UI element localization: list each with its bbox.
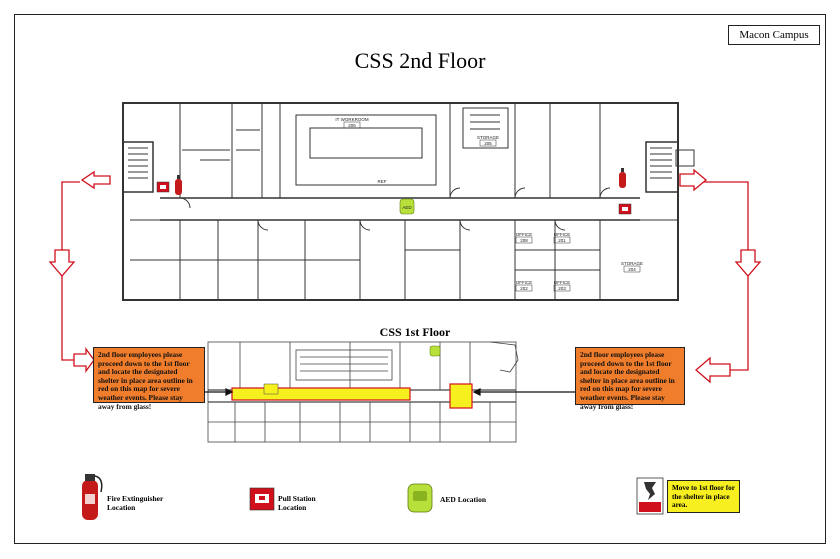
room-label: OFFICE [516,280,533,285]
shelter-sign-icon [636,477,664,515]
legend-aed-label: AED Location [440,495,487,504]
legend-shelter-note: Move to 1st floor for the shelter in pla… [667,480,740,513]
shelter-in-place-area [231,383,473,409]
campus-label: Macon Campus [728,25,820,45]
room-number: 203 [558,286,566,291]
legend-pull-station-label: Pull Station Location [278,494,316,512]
room-label: IT WORKROOM [335,117,368,122]
second-floor-plan [122,102,695,301]
room-number: 202 [520,286,528,291]
room-number: 206 [348,123,356,128]
evacuation-route-arrows [48,168,762,384]
room-number: 201 [558,238,566,243]
map-border [14,14,826,544]
room-label: OFFICE [554,232,571,237]
aed-icon [407,483,433,513]
room-label: REF [378,179,387,184]
pull-station-icon [249,487,275,511]
legend-fire-extinguisher-label: Fire Extinguisher Location [107,494,164,512]
pull-station-icon [156,181,170,193]
instruction-note-right: 2nd floor employees please proceed down … [575,347,685,410]
first-floor-title: CSS 1st Floor [379,325,451,339]
second-floor-title: CSS 2nd Floor [354,48,486,73]
room-number: 204 [628,267,636,272]
room-label: OFFICE [516,232,533,237]
room-label: OFFICE [554,280,571,285]
aed-icon [429,345,441,357]
fire-extinguisher-icon [619,168,626,188]
pull-station-icon [618,203,632,215]
second-floor-room-labels: IT WORKROOM 206 STORAGE 205 OFFICE 208 O… [335,117,643,292]
pointer-arrows [205,388,575,396]
instruction-note-left: 2nd floor employees please proceed down … [93,347,205,410]
room-label: STORAGE [477,135,499,140]
aed-icon: AED [399,198,415,215]
room-number: 208 [520,238,528,243]
room-number: 205 [484,141,492,146]
fire-extinguisher-icon [175,175,182,195]
room-label: STORAGE [621,261,643,266]
fire-extinguisher-icon [82,474,103,520]
aed-label: AED [402,205,412,210]
